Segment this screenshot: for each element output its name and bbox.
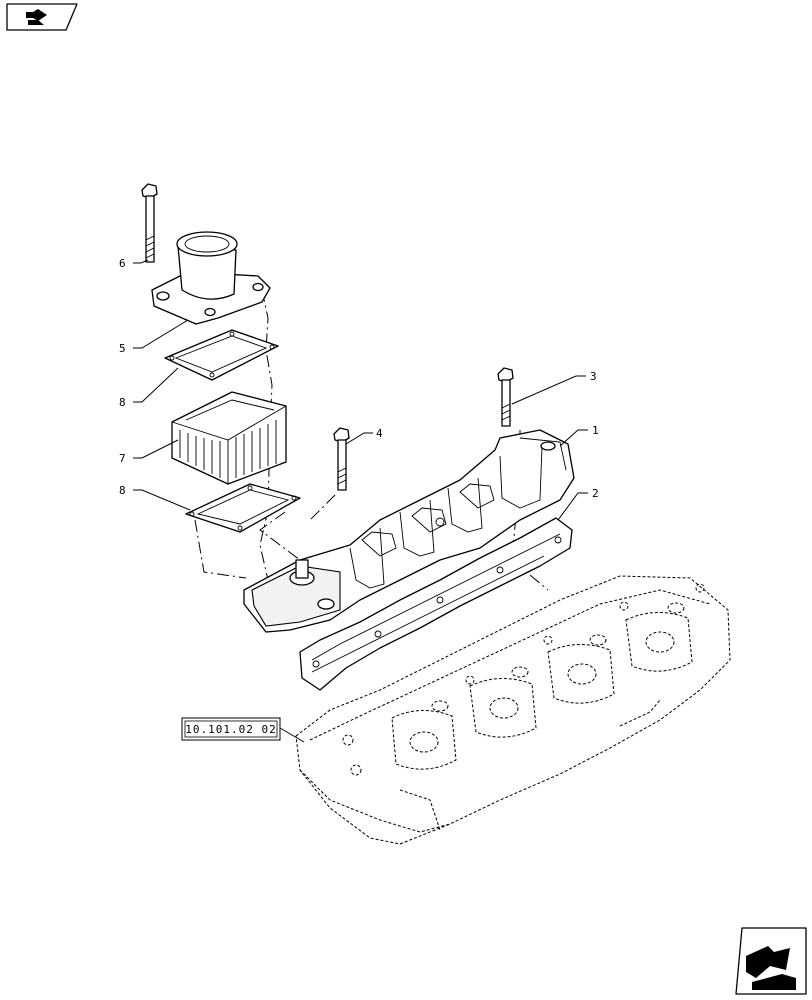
part-5-cover-flange: [151, 231, 271, 325]
callout-8-upper: 8: [119, 396, 126, 409]
leader-lines: [133, 259, 588, 743]
reference-box[interactable]: 10.101.02 02: [181, 717, 281, 741]
callout-2: 2: [592, 487, 599, 500]
arrow-left-page-icon: [26, 9, 47, 25]
callout-1: 1: [592, 424, 599, 437]
callout-8-lower: 8: [119, 484, 126, 497]
next-page-button[interactable]: [735, 927, 807, 995]
part-8-gasket-upper: [164, 329, 279, 381]
callout-4: 4: [376, 427, 383, 440]
part-8-gasket-lower: [185, 483, 301, 533]
cylinder-head-phantom: [295, 575, 731, 845]
part-2-gasket: [299, 517, 573, 691]
callout-3: 3: [590, 370, 597, 383]
reference-box-label: 10.101.02 02: [185, 723, 276, 736]
part-3-bolt: [497, 367, 514, 427]
part-1-cover-housing: [243, 429, 575, 633]
callout-7: 7: [119, 452, 126, 465]
part-7-filter-box: [171, 391, 287, 485]
callout-5: 5: [119, 342, 126, 355]
part-6-bolt: [141, 183, 158, 263]
callout-6: 6: [119, 257, 126, 270]
arrow-right-page-icon: [746, 946, 796, 990]
callout-labels: 6 5 8 7 8 4 3 1 2: [119, 257, 599, 500]
part-4-bolt: [333, 427, 350, 491]
prev-page-button[interactable]: [6, 3, 78, 31]
